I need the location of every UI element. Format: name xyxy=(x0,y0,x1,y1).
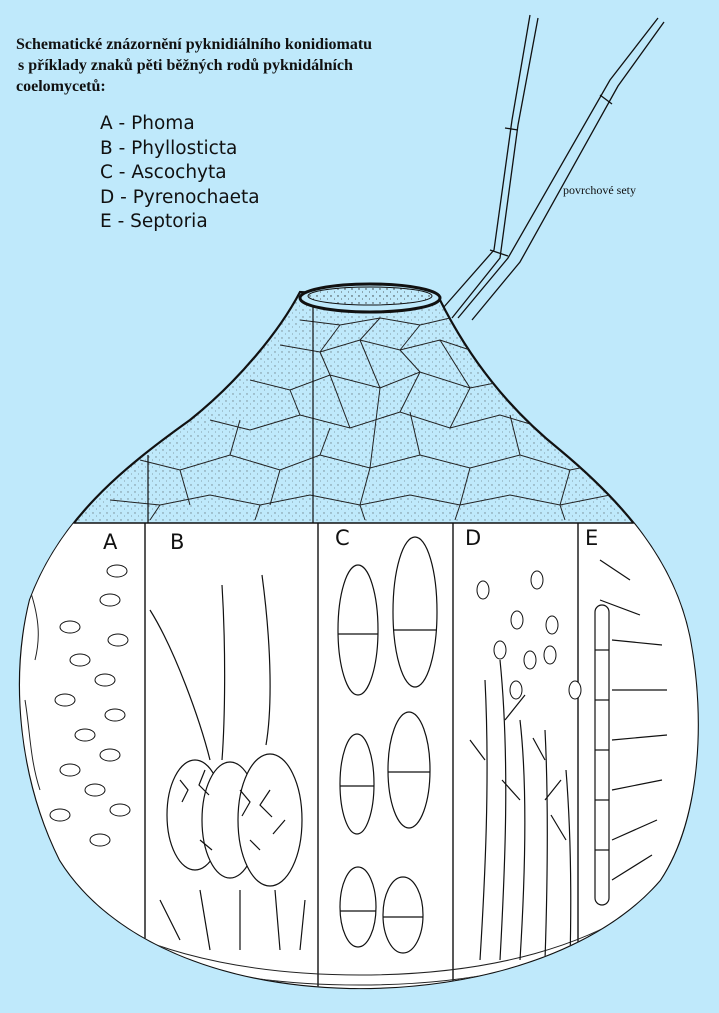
panel-label-a: A xyxy=(103,530,118,554)
ostiole xyxy=(300,284,440,312)
panel-label-c: C xyxy=(335,526,350,550)
panel-label-d: D xyxy=(465,526,481,550)
panel-label-b: B xyxy=(170,530,184,554)
wall-cells xyxy=(0,280,719,525)
setae xyxy=(436,15,664,320)
panel-label-e: E xyxy=(585,526,598,550)
panel-section xyxy=(0,523,719,1003)
